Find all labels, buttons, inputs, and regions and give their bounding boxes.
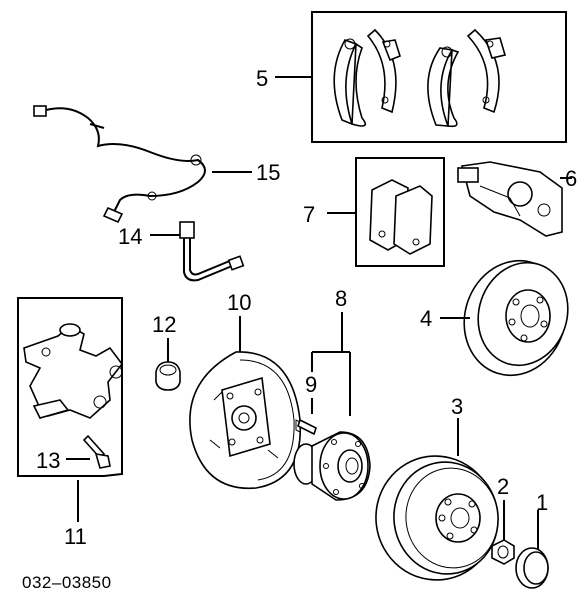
hub-assembly [293, 312, 371, 501]
diagram-code: 032–03850 [22, 573, 112, 592]
callout-14: 14 [118, 224, 142, 249]
callout-15: 15 [256, 160, 280, 185]
callout-4: 4 [420, 306, 432, 331]
hub-nut [491, 500, 515, 565]
callout-9: 9 [305, 372, 317, 397]
callout-5: 5 [256, 66, 268, 91]
brake-hose [150, 221, 245, 282]
knuckle-assembly [17, 297, 181, 522]
callout-11: 11 [64, 524, 87, 549]
caliper [457, 161, 572, 237]
brake-shoe-set [275, 11, 567, 143]
brake-pad-set [327, 157, 445, 267]
backing-plate [189, 316, 302, 490]
callout-2: 2 [497, 474, 509, 499]
hub-cap [515, 510, 549, 589]
callout-13: 13 [36, 448, 60, 473]
callout-8: 8 [335, 286, 347, 311]
knuckle-box [17, 297, 123, 477]
callout-3: 3 [451, 394, 463, 419]
callout-1: 1 [536, 490, 548, 515]
brake-disc [440, 259, 569, 377]
callout-12: 12 [152, 312, 176, 337]
callout-6: 6 [565, 166, 577, 191]
abs-sensor-harness [33, 105, 252, 224]
callout-7: 7 [303, 202, 315, 227]
brake-drum [375, 418, 499, 581]
leader-8 [311, 312, 351, 416]
callout-10: 10 [227, 290, 251, 315]
